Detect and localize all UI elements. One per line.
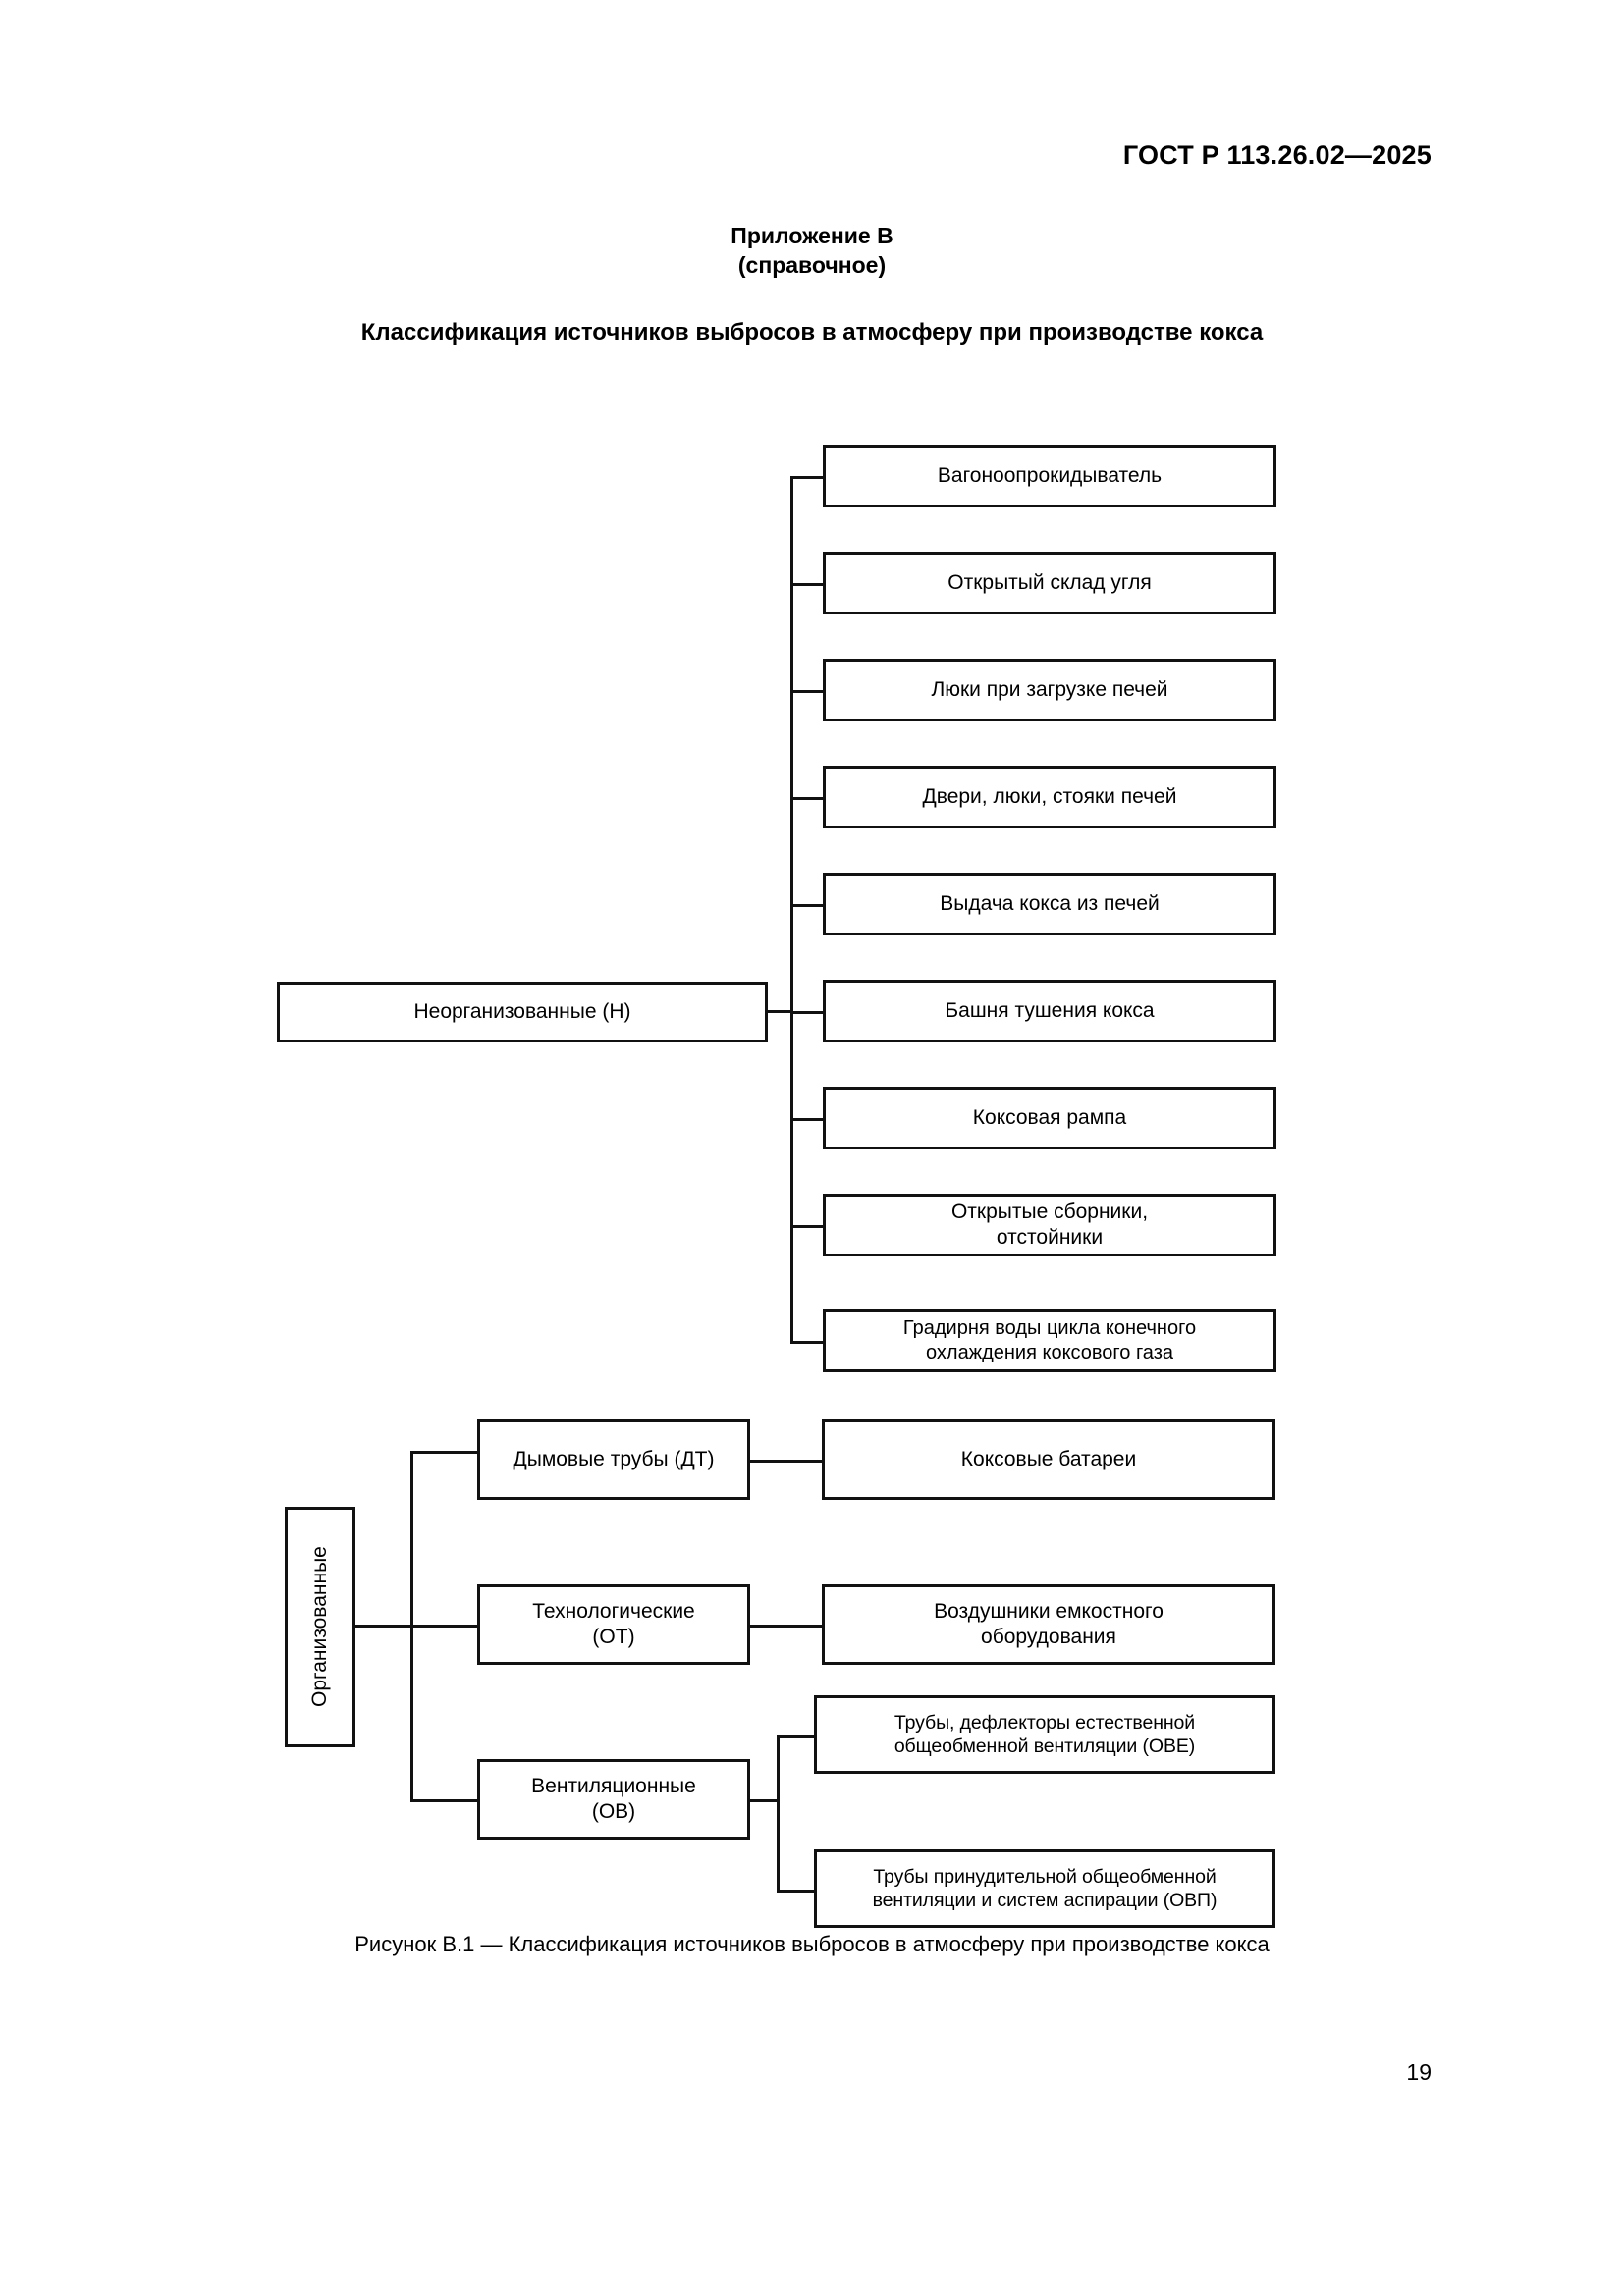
node-organized: Организованные [285,1507,355,1747]
connector-stub-unorganized-1 [790,476,823,479]
node-charging-hatches: Люки при загрузке печей [823,659,1276,721]
connector-unorganized-trunk [768,1010,792,1013]
connector-stub-organized-1 [410,1451,477,1454]
node-cooling-tower-line1: Градирня воды цикла конечного [902,1317,1197,1339]
node-ovp-line2: вентиляции и систем аспирации (ОВП) [872,1890,1218,1911]
node-cooling-tower: Градирня воды цикла конечного охлаждения… [823,1309,1276,1372]
node-ovp-line1: Трубы принудительной общеобменной [873,1866,1217,1888]
connector-ventilation-trunk [750,1799,780,1802]
node-ventilation-line2: (ОВ) [591,1800,636,1823]
connector-stub-ventilation-2 [777,1890,814,1893]
node-ove-line2: общеобменной вентиляции (ОВЕ) [893,1735,1196,1757]
node-cooling-tower-line2: охлаждения коксового газа [926,1342,1173,1363]
node-ventilation: Вентиляционные (ОВ) [477,1759,750,1840]
connector-stub-unorganized-8 [790,1225,823,1228]
connector-unorganized-bus [790,476,793,1344]
connector-stub-unorganized-2 [790,583,823,586]
node-open-collectors: Открытые сборники, отстойники [823,1194,1276,1256]
connector-stub-unorganized-5 [790,904,823,907]
node-technological-line2: (ОТ) [592,1626,635,1648]
node-air-vents-line2: оборудования [981,1626,1116,1648]
node-quenching-tower: Башня тушения кокса [823,980,1276,1042]
connector-stub-organized-2 [410,1625,477,1628]
node-technological: Технологические (ОТ) [477,1584,750,1665]
node-air-vents-line1: Воздушники емкостного [934,1600,1164,1623]
page-title: Классификация источников выбросов в атмо… [360,319,1264,346]
node-open-collectors-line1: Открытые сборники, [950,1201,1149,1223]
node-coke-pushing: Выдача кокса из печей [823,873,1276,935]
node-technological-line1: Технологические [532,1600,695,1623]
node-open-coal-storage: Открытый склад угля [823,552,1276,614]
connector-stub-unorganized-6 [790,1011,823,1014]
annex-subtitle: (справочное) [737,252,887,278]
connector-smoke-stacks-to-batteries [750,1460,822,1463]
node-smoke-stacks: Дымовые трубы (ДТ) [477,1419,750,1500]
node-coke-batteries: Коксовые батареи [822,1419,1275,1500]
connector-stub-unorganized-9 [790,1341,823,1344]
connector-stub-organized-3 [410,1799,477,1802]
node-ove: Трубы, дефлекторы естественной общеобмен… [814,1695,1275,1774]
annex-title: Приложение В [731,223,893,248]
connector-technological-to-airvents [750,1625,822,1628]
connector-ventilation-bus [777,1735,780,1893]
node-doors-hatches-standpipes: Двери, люки, стояки печей [823,766,1276,828]
annex-title-block: Приложение В (справочное) [0,221,1624,280]
node-wagon-tippler: Вагоноопрокидыватель [823,445,1276,507]
node-coke-ramp: Коксовая рампа [823,1087,1276,1149]
connector-stub-unorganized-7 [790,1118,823,1121]
node-ove-line1: Трубы, дефлекторы естественной [893,1712,1196,1734]
node-air-vents: Воздушники емкостного оборудования [822,1584,1275,1665]
node-ovp: Трубы принудительной общеобменной вентил… [814,1849,1275,1928]
figure-caption: Рисунок В.1 — Классификация источников в… [354,1932,1270,1956]
node-unorganized: Неорганизованные (Н) [277,982,768,1042]
connector-organized-trunk [355,1625,412,1628]
node-open-collectors-line2: отстойники [996,1226,1104,1249]
connector-stub-unorganized-3 [790,690,823,693]
connector-stub-unorganized-4 [790,797,823,800]
page-number: 19 [1406,2059,1432,2085]
document-standard-header: ГОСТ Р 113.26.02—2025 [1122,140,1432,170]
connector-stub-ventilation-1 [777,1735,814,1738]
node-ventilation-line1: Вентиляционные [531,1775,696,1797]
